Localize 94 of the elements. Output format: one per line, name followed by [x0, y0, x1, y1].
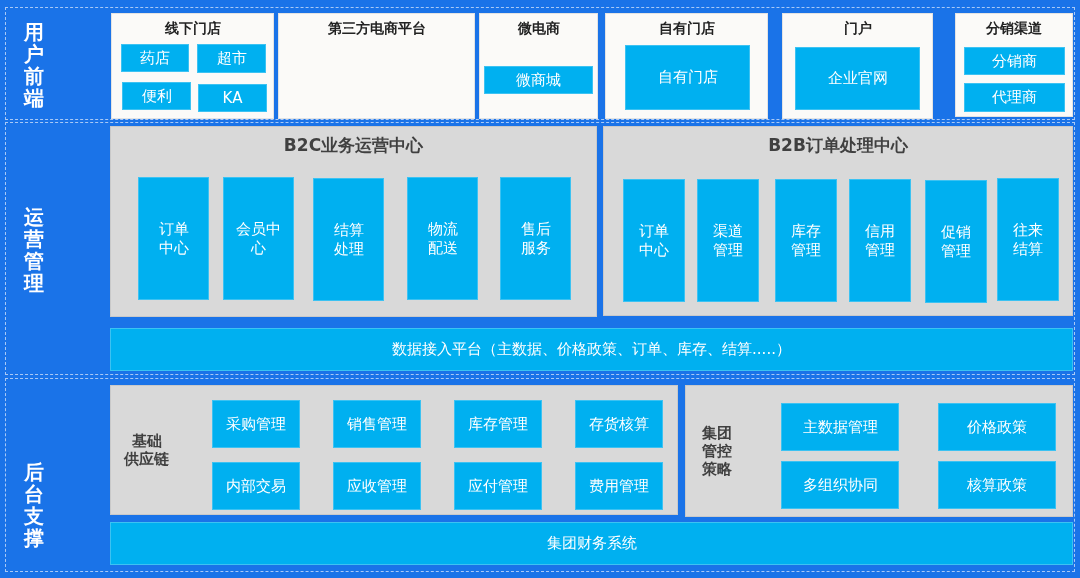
module-tile — [781, 461, 899, 509]
module-tile — [625, 45, 750, 110]
layer-band — [5, 122, 1075, 375]
module-label: 多组织协同 — [802, 475, 878, 495]
module-label: 销售管理 — [347, 414, 407, 434]
module-label: 订单中心 — [158, 219, 189, 258]
panel-heading: 第三方电商平台 — [327, 20, 426, 37]
module-label: 订单中心 — [639, 221, 669, 260]
module-label: 库存管理 — [468, 414, 528, 434]
module-tile — [697, 179, 759, 302]
module-tile — [212, 462, 300, 510]
module-tile — [454, 400, 542, 448]
module-label: 促销管理 — [941, 222, 971, 261]
module-label: 费用管理 — [589, 476, 649, 496]
module-tile — [964, 83, 1065, 112]
module-tile — [575, 400, 663, 448]
module-tile — [454, 462, 542, 510]
channel-panel — [955, 13, 1073, 117]
module-group — [110, 126, 597, 317]
module-group — [110, 385, 678, 515]
module-tile — [313, 178, 384, 301]
module-label: 库存管理 — [791, 221, 821, 260]
module-label: 会员中心 — [236, 219, 281, 258]
module-label: 存货核算 — [589, 414, 649, 434]
group-heading: 基础供应链 — [124, 432, 169, 468]
panel-heading: 门户 — [843, 20, 872, 37]
module-label: 药店 — [140, 48, 170, 68]
module-group — [685, 385, 1073, 517]
module-tile — [223, 177, 294, 300]
module-label: 信用管理 — [865, 221, 895, 260]
module-tile — [997, 178, 1059, 301]
panel-heading: 线下门店 — [164, 20, 221, 37]
module-tile — [333, 462, 421, 510]
group-heading: 集团管控策略 — [702, 424, 732, 478]
module-label: 代理商 — [992, 88, 1037, 107]
module-tile — [198, 84, 267, 112]
layer-band — [5, 7, 1075, 120]
module-tile — [122, 82, 191, 110]
module-label: 售后服务 — [520, 219, 551, 258]
module-label: 便利 — [141, 86, 172, 106]
module-label: 微商城 — [516, 70, 561, 90]
module-label: 集团财务系统 — [546, 534, 637, 553]
module-label: 企业官网 — [827, 69, 888, 88]
module-group — [603, 126, 1073, 316]
module-tile — [500, 177, 571, 300]
module-label: 应付管理 — [468, 476, 528, 496]
module-tile — [795, 47, 920, 110]
channel-panel — [111, 13, 274, 119]
layer-title: 用户前端 — [24, 21, 44, 109]
panel-heading: 微电商 — [517, 20, 560, 37]
platform-bar — [110, 522, 1073, 565]
module-label: 结算处理 — [333, 220, 364, 259]
module-label: 分销商 — [992, 51, 1037, 71]
module-label: KA — [222, 88, 243, 108]
module-label: 内部交易 — [226, 476, 286, 496]
module-tile — [938, 403, 1056, 451]
module-label: 自有门店 — [657, 68, 718, 87]
module-tile — [121, 44, 189, 72]
module-tile — [138, 177, 209, 300]
layer-title: 后台支撑 — [24, 461, 44, 549]
panel-heading: 自有门店 — [658, 20, 715, 37]
module-label: 往来结算 — [1013, 220, 1043, 259]
module-tile — [849, 179, 911, 302]
module-tile — [407, 177, 478, 300]
module-tile — [938, 461, 1056, 509]
channel-panel — [782, 13, 933, 119]
module-tile — [484, 66, 593, 94]
module-label: 采购管理 — [226, 414, 286, 434]
module-tile — [623, 179, 685, 302]
module-label: 物流配送 — [427, 219, 458, 258]
module-tile — [775, 179, 837, 302]
module-tile — [575, 462, 663, 510]
module-label: 核算政策 — [967, 475, 1027, 495]
module-tile — [333, 400, 421, 448]
module-tile — [212, 400, 300, 448]
module-tile — [197, 44, 266, 73]
module-tile — [925, 180, 987, 303]
module-label: 数据接入平台（主数据、价格政策、订单、库存、结算.....） — [392, 340, 791, 359]
module-label: 主数据管理 — [802, 417, 878, 437]
channel-panel — [278, 13, 475, 119]
module-label: 价格政策 — [967, 417, 1027, 437]
layer-band — [5, 378, 1075, 572]
module-label: 渠道管理 — [713, 221, 743, 260]
panel-heading: 分销渠道 — [986, 20, 1042, 37]
channel-panel — [605, 13, 768, 119]
channel-panel — [479, 13, 598, 119]
module-label: 超市 — [216, 49, 247, 68]
module-tile — [964, 47, 1065, 75]
platform-bar — [110, 328, 1073, 371]
panel-heading: B2B订单处理中心 — [768, 135, 908, 156]
module-tile — [781, 403, 899, 451]
module-label: 应收管理 — [347, 476, 407, 496]
layer-title: 运营管理 — [24, 206, 44, 294]
panel-heading: B2C业务运营中心 — [283, 135, 424, 156]
